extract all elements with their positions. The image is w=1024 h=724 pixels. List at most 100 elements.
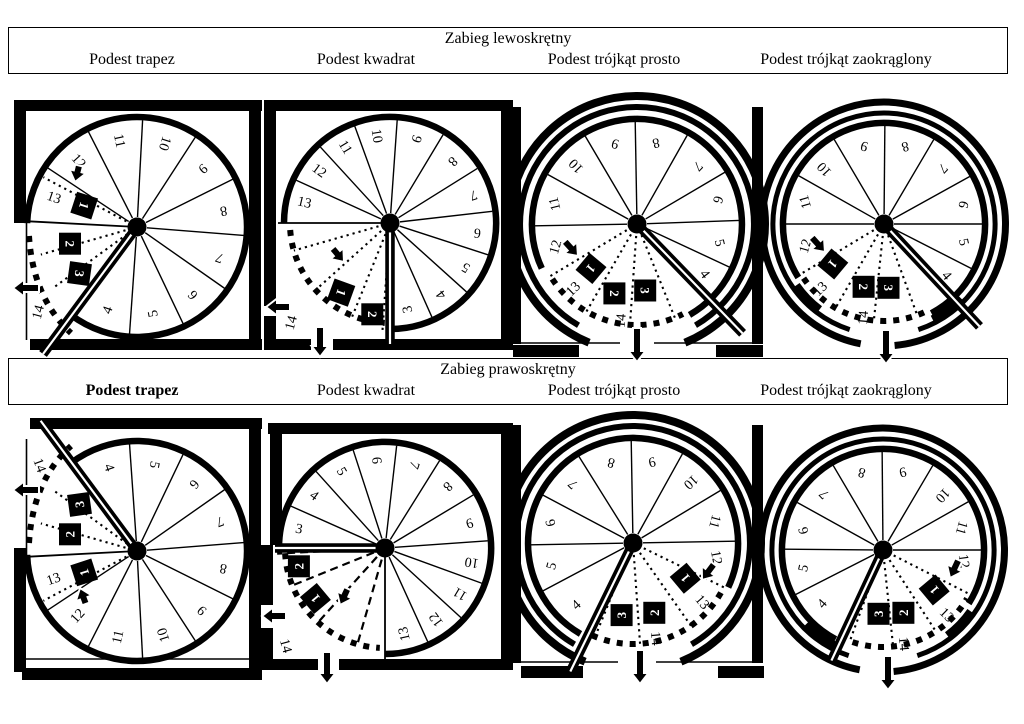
- stair-circle: [779, 119, 989, 317]
- tread-number: 7: [214, 513, 226, 529]
- tread-number: 4: [696, 267, 712, 282]
- step-number: 3: [881, 285, 896, 292]
- tread-number: 13: [296, 194, 313, 212]
- landing-dotted-line: [893, 554, 971, 596]
- landing-dotted-arc: [801, 276, 928, 324]
- landing-dotted-line: [40, 229, 126, 256]
- center-pole: [873, 540, 893, 560]
- direction-arrow: [807, 233, 827, 254]
- tread-line: [542, 547, 625, 592]
- wall: [19, 100, 262, 111]
- step-box: 2: [361, 303, 384, 326]
- direction-arrow: [629, 649, 651, 686]
- column-label: Podest trapez: [85, 382, 179, 399]
- tread-line: [888, 139, 935, 216]
- step-box: 1: [70, 558, 99, 587]
- center-pole: [375, 538, 395, 558]
- step-number: 2: [291, 563, 306, 570]
- tread-line: [145, 178, 234, 224]
- tread-number: 7: [214, 249, 226, 265]
- tread-line: [315, 470, 379, 542]
- tread-line: [641, 134, 688, 216]
- tread-line: [646, 219, 739, 225]
- wall: [513, 345, 579, 357]
- tread-line: [136, 560, 144, 658]
- tread-number: 8: [651, 134, 661, 150]
- step-box: 1: [299, 583, 331, 614]
- tread-number: 8: [444, 153, 460, 169]
- tread-line: [887, 465, 934, 542]
- step-number: 2: [63, 240, 78, 247]
- direction-arrow: [945, 556, 965, 580]
- tread-number: 14: [30, 304, 48, 321]
- tread-number: 10: [566, 155, 587, 175]
- tread-line: [128, 236, 138, 334]
- direction-arrow: [875, 329, 897, 366]
- tread-line: [547, 173, 629, 220]
- landing-dotted-arc: [26, 235, 74, 336]
- step-box: 1: [70, 191, 99, 220]
- tread-number: 4: [569, 598, 584, 614]
- tread-number: 5: [146, 460, 162, 470]
- column-label: Podest trójkąt prosto: [547, 51, 681, 68]
- tread-number: 3: [294, 522, 304, 538]
- tread-number: 9: [897, 463, 907, 479]
- tread-number: 10: [155, 134, 174, 152]
- tread-line: [394, 550, 483, 584]
- tread-number: 6: [473, 224, 482, 240]
- wall: [22, 668, 262, 680]
- tread-number: 14: [614, 313, 630, 328]
- tread-line: [892, 227, 972, 270]
- tread-number: 6: [186, 476, 202, 491]
- tread-number: 6: [954, 199, 970, 209]
- landing-dotted-arc: [26, 443, 74, 544]
- direction-arrow: [67, 163, 89, 184]
- cut-line-core: [883, 223, 981, 328]
- column-label: Podest kwadrat: [316, 382, 416, 399]
- step-box: 2: [59, 523, 81, 546]
- tread-number: 12: [309, 161, 329, 181]
- tread-number: 12: [547, 238, 565, 256]
- step-box: 3: [67, 491, 92, 517]
- tread-line: [637, 453, 684, 535]
- tread-number: 14: [29, 457, 48, 475]
- step-number: 1: [76, 200, 92, 211]
- tread-number: 7: [934, 160, 950, 175]
- tread-number: 6: [709, 194, 725, 205]
- tread-number: 9: [610, 135, 621, 151]
- tread-number: 7: [690, 158, 706, 173]
- tread-number: 6: [186, 287, 202, 302]
- tread-line: [396, 229, 468, 293]
- landing-dotted-line: [639, 552, 693, 628]
- tread-number: 5: [333, 465, 349, 479]
- step-number: 2: [365, 311, 380, 318]
- tread-line: [399, 225, 489, 256]
- tread-line: [398, 167, 478, 219]
- tread-number: 13: [45, 189, 63, 208]
- wall: [261, 545, 273, 605]
- wall: [270, 423, 282, 545]
- tread-line: [295, 179, 382, 220]
- tread-number: 6: [796, 525, 812, 535]
- tread-number: 14: [856, 310, 872, 325]
- step-box: 1: [817, 248, 849, 280]
- tread-line: [642, 540, 735, 544]
- tread-number: 13: [691, 592, 712, 612]
- tread-line: [388, 556, 429, 643]
- direction-arrow: [626, 327, 648, 364]
- tread-line: [290, 505, 377, 545]
- tread-line: [634, 122, 638, 215]
- tread-number: 9: [464, 514, 475, 530]
- landing-dotted-line: [872, 235, 884, 322]
- landing-dotted-line: [40, 522, 126, 549]
- column-label: Podest trapez: [89, 51, 175, 68]
- step-number: 1: [333, 287, 349, 298]
- cut-line-core: [636, 223, 744, 335]
- tread-line: [128, 444, 138, 542]
- tread-number: 12: [426, 609, 446, 629]
- tread-number: 4: [100, 462, 116, 474]
